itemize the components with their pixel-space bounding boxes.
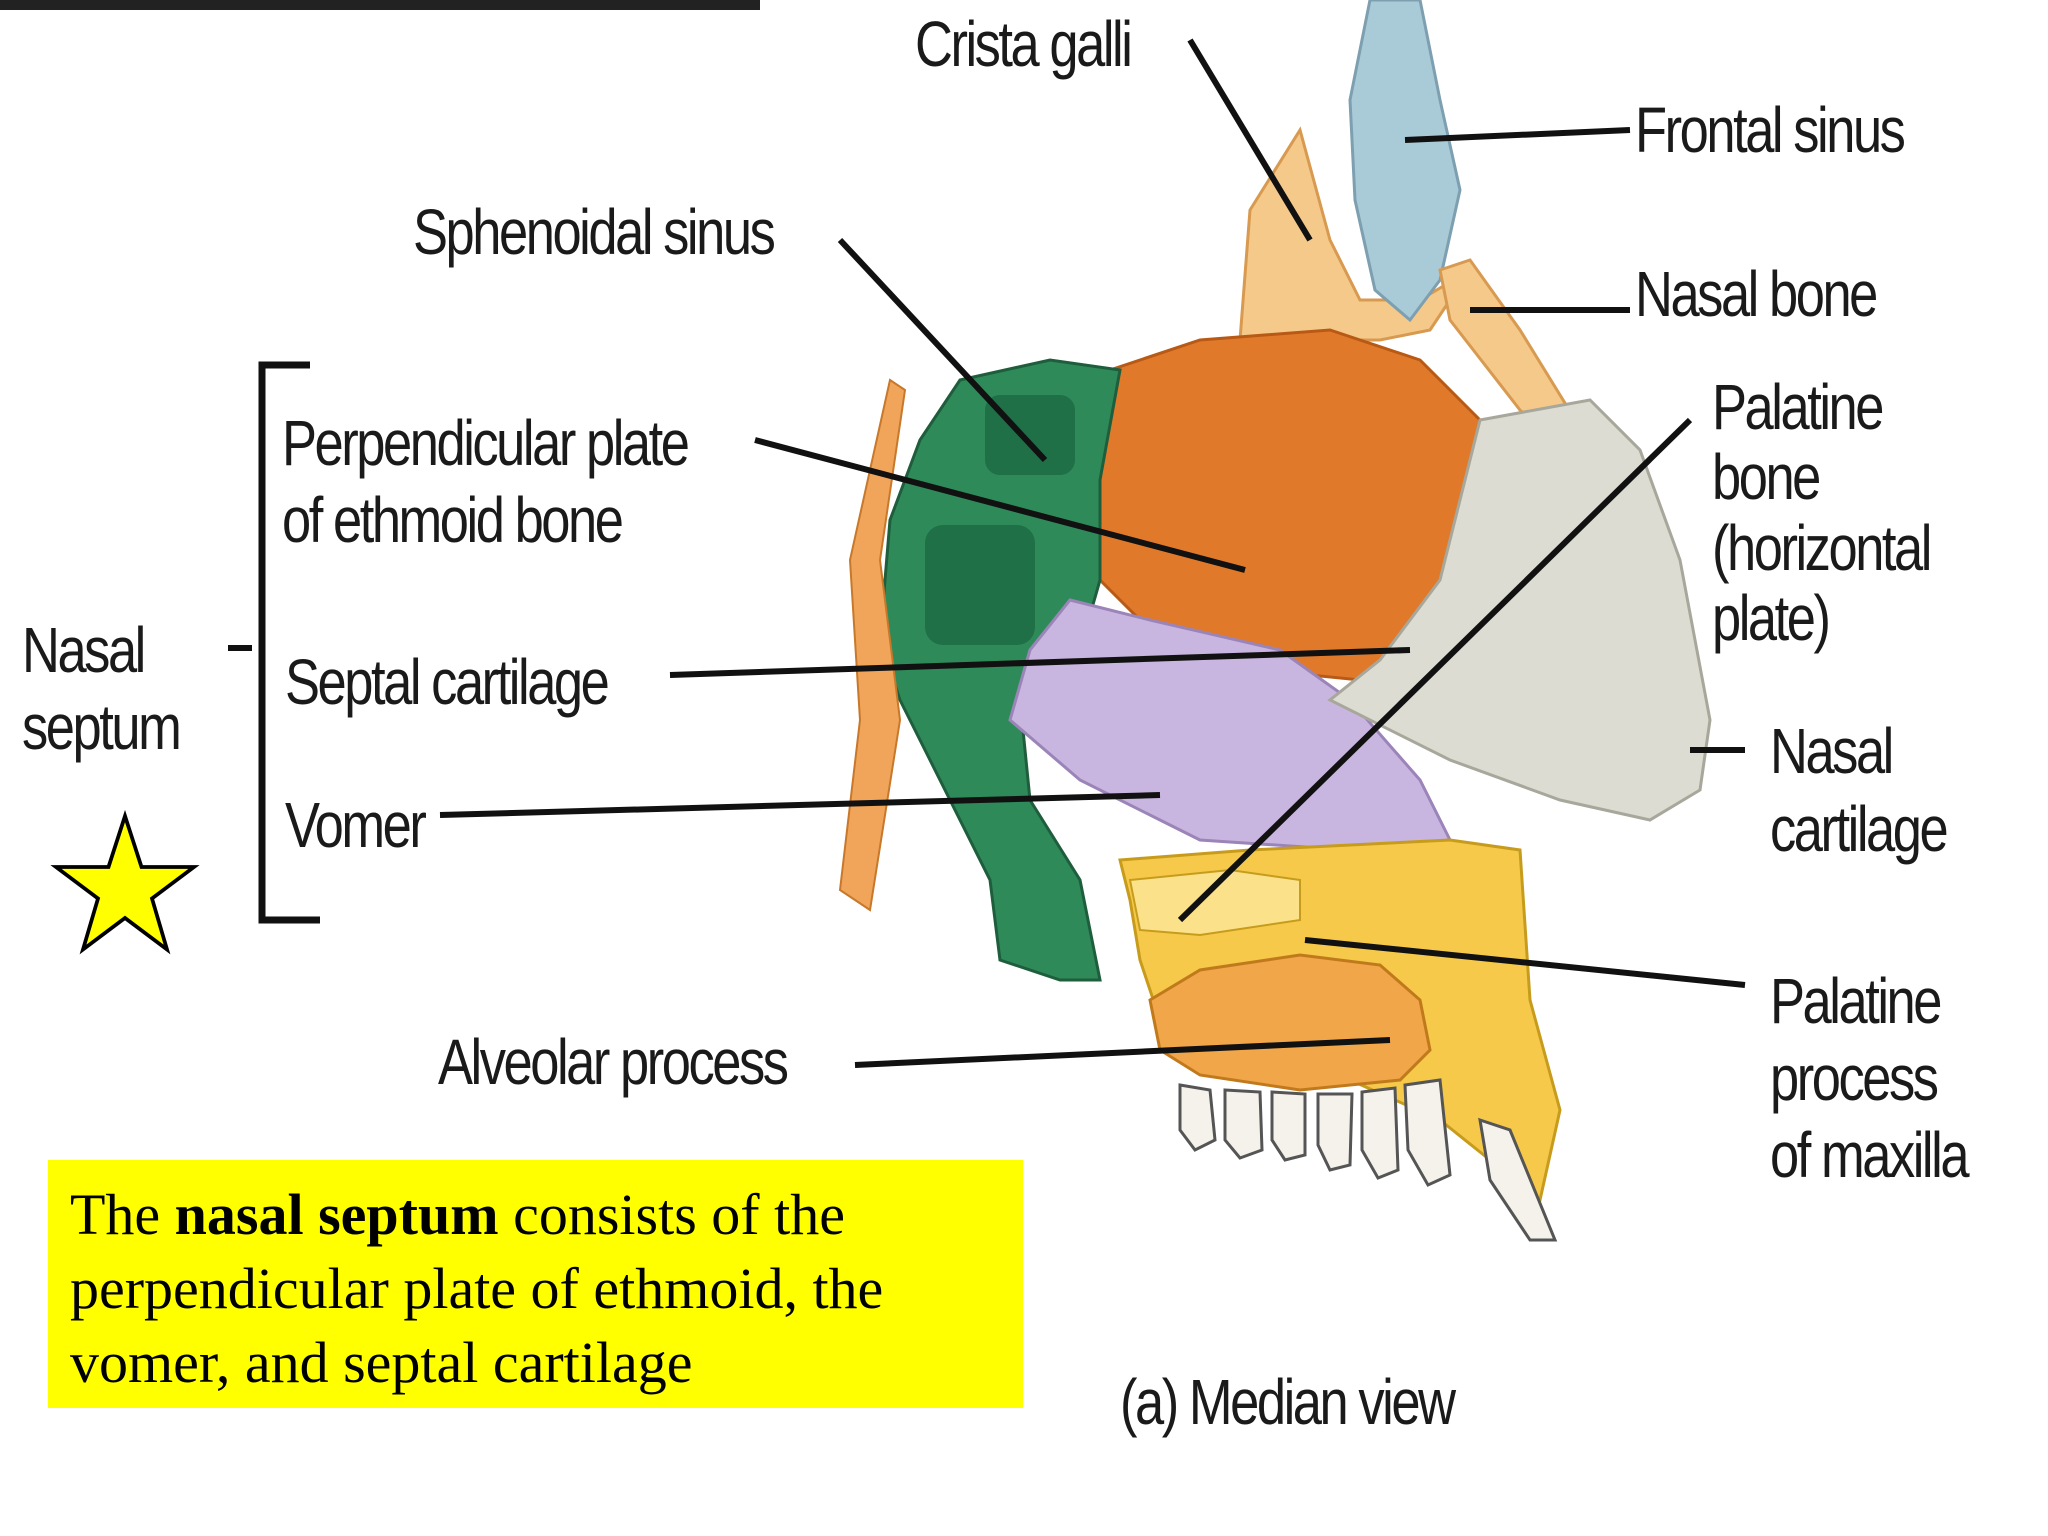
label-vomer: Vomer — [285, 789, 427, 861]
label-palatine-bone-line: (horizontal — [1712, 511, 1932, 584]
label-perpendicular-plate: Perpendicular plate of ethmoid bone — [282, 405, 690, 559]
label-palatine-bone: Palatine bone (horizontal plate) — [1712, 372, 1988, 654]
label-nasal-cartilage: Nasal cartilage — [1770, 712, 1949, 868]
label-palatine-bone-line: Palatine bone — [1712, 371, 1884, 514]
septum-bracket — [258, 361, 320, 924]
note-bold-term: nasal septum — [174, 1182, 499, 1247]
label-palatine-process-line: process — [1770, 1041, 1939, 1114]
note-rest: consists of the perpendicular plate of e… — [70, 1182, 884, 1395]
label-palatine-bone-line: plate) — [1712, 582, 1831, 655]
sphenoid-sinus-cell — [925, 525, 1035, 645]
frontal-sinus-shape — [1348, 0, 1462, 323]
label-frontal-sinus: Frontal sinus — [1635, 94, 1906, 166]
septum-note-box: The nasal septum consists of the perpend… — [48, 1160, 1023, 1408]
label-perpendicular-plate-line: of ethmoid bone — [282, 483, 624, 556]
label-nasal-bone: Nasal bone — [1635, 258, 1878, 330]
label-septal-cartilage: Septal cartilage — [285, 646, 610, 718]
label-alveolar-process: Alveolar process — [438, 1026, 789, 1098]
label-palatine-process-line: Palatine — [1770, 965, 1942, 1037]
label-nasal-septum: Nasal septum — [22, 612, 182, 766]
note-lead: The — [70, 1182, 175, 1247]
caption: (a) Median view — [1120, 1366, 1456, 1438]
pterygoid-sliver — [838, 378, 907, 912]
alveolar-process-shape — [1148, 953, 1432, 1092]
label-crista-galli: Crista galli — [915, 8, 1133, 80]
nasal-cartilage-shape — [1327, 398, 1712, 822]
label-nasal-cartilage-line: Nasal — [1770, 715, 1894, 787]
label-nasal-septum-line: Nasal — [22, 614, 146, 686]
label-sphenoidal-sinus: Sphenoidal sinus — [413, 196, 776, 268]
star-icon — [50, 810, 200, 955]
label-perpendicular-plate-line: Perpendicular plate — [282, 407, 690, 479]
label-palatine-process: Palatine process of maxilla — [1770, 963, 1970, 1193]
label-nasal-septum-line: septum — [22, 690, 182, 763]
sphenoid-sinus-cell — [985, 395, 1075, 475]
leader-lines — [228, 38, 1746, 1068]
teeth — [1178, 1078, 1558, 1242]
label-palatine-process-line: of maxilla — [1770, 1118, 1970, 1191]
label-nasal-cartilage-line: cartilage — [1770, 793, 1949, 866]
top-border — [0, 0, 760, 10]
